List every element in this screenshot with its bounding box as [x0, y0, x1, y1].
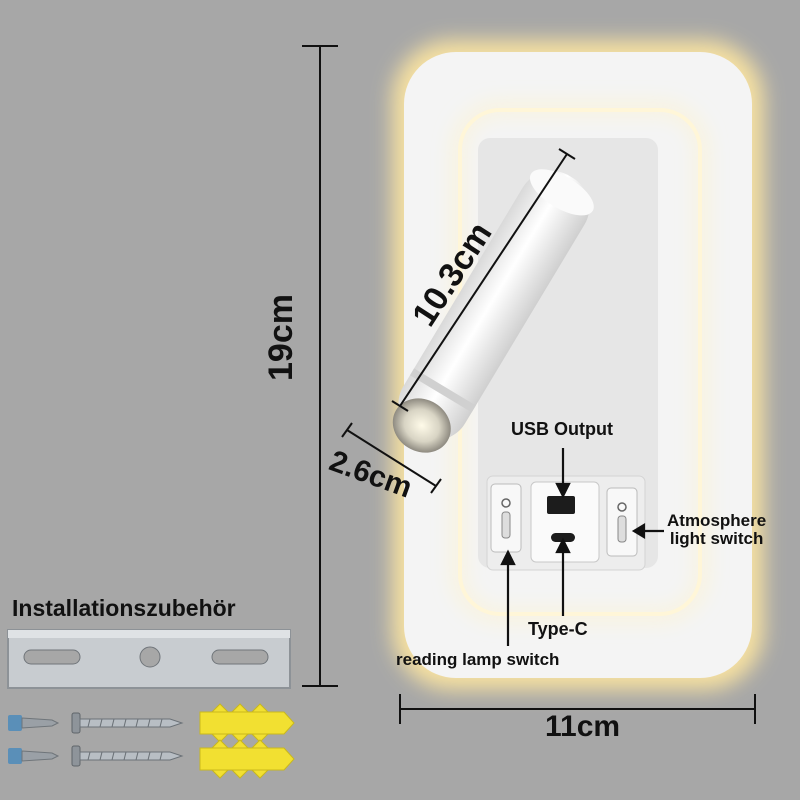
reading-arm [392, 169, 594, 453]
arm-diameter-dimension-tick [430, 478, 442, 494]
switch-module [486, 475, 646, 571]
atmosphere-switch-label: Atmosphere light switch [667, 512, 766, 548]
long-screw [71, 745, 184, 767]
arm-diameter-dimension-line [346, 429, 437, 487]
bracket-hole [139, 646, 161, 668]
usb-c-port[interactable] [551, 533, 575, 542]
arm-length-dimension-tick [558, 148, 576, 160]
typec-arrow-head-icon [555, 537, 571, 554]
switch-indicator-icon [617, 502, 627, 512]
bracket-slot [23, 649, 81, 665]
reading-switch-arrow-head-icon [500, 549, 516, 566]
reading-lamp-switch-label: reading lamp switch [396, 650, 560, 669]
installation-accessories [7, 629, 295, 779]
switch-toggle-icon [501, 511, 511, 539]
arm-diameter-dimension-tick [341, 422, 353, 438]
mounting-bracket [7, 629, 291, 689]
type-c-label: Type-C [528, 619, 588, 639]
wall-anchor [199, 703, 295, 743]
atmosphere-switch-label-line2: light switch [669, 529, 764, 548]
switch-toggle-icon [617, 515, 627, 543]
dimension-lines [302, 45, 756, 724]
wall-lamp-plate [392, 40, 764, 690]
switch-indicator-icon [501, 498, 511, 508]
wall-anchor [199, 739, 295, 779]
reading-arm-body [398, 171, 590, 440]
reading-arm-collar [409, 368, 476, 413]
callout-arrows [500, 448, 664, 646]
long-screw [71, 712, 184, 734]
small-screw [8, 748, 60, 764]
atmosphere-arrow-head-icon [631, 523, 646, 539]
atmosphere-switch-label-line1: Atmosphere [667, 511, 767, 530]
height-dimension-label: 19cm [261, 294, 300, 381]
usb-output-label: USB Output [511, 419, 613, 439]
reading-lamp-lens [392, 398, 451, 453]
bracket-slot [211, 649, 269, 665]
usb-arrow-head-icon [555, 482, 571, 499]
width-dimension-label: 11cm [545, 710, 621, 743]
arm-length-dimension-line [399, 153, 568, 407]
usb-a-port[interactable] [547, 496, 575, 514]
small-screw [8, 715, 60, 731]
accessories-title: Installationszubehör [12, 595, 236, 621]
arm-length-dimension-tick [391, 400, 409, 412]
reading-arm-top-cap [529, 169, 594, 216]
